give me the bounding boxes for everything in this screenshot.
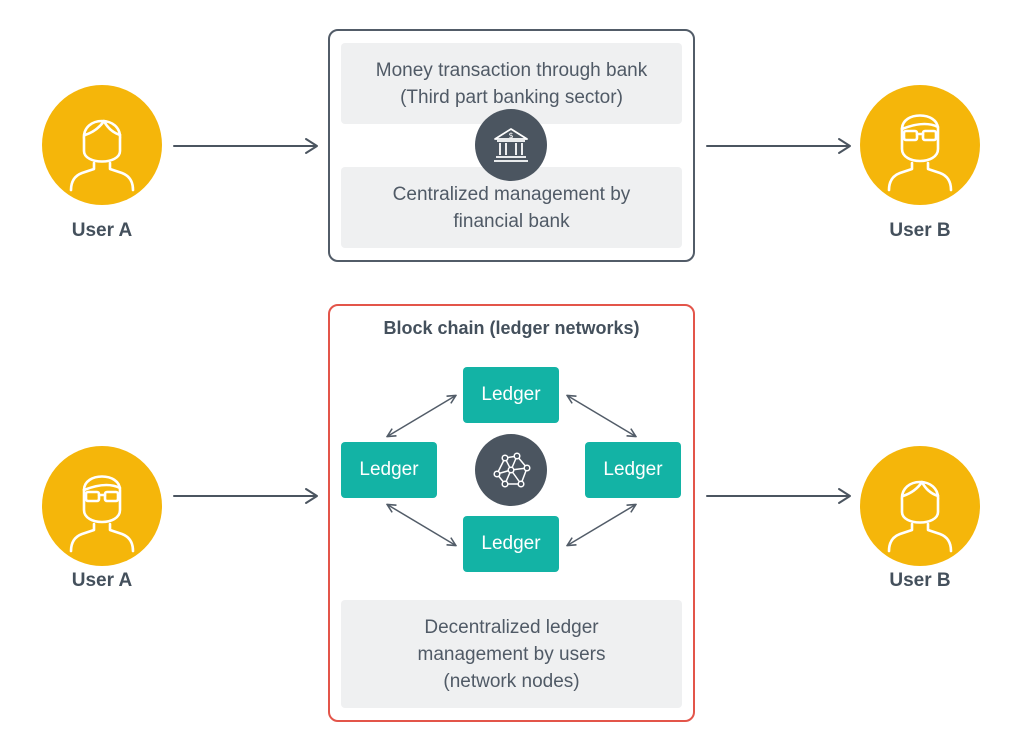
user-b-avatar-bottom xyxy=(860,446,980,566)
svg-text:$: $ xyxy=(508,131,513,140)
network-circle xyxy=(475,434,547,506)
network-icon xyxy=(493,452,531,488)
ledger-node-bottom: Ledger xyxy=(463,516,559,572)
user-a-avatar-top xyxy=(42,85,162,205)
woman-user-icon xyxy=(69,119,135,192)
user-b-avatar-top xyxy=(860,85,980,205)
user-a-label-top: User A xyxy=(71,220,133,241)
centralized-management-box: Centralized management by financial bank xyxy=(341,167,682,248)
user-a-avatar-bottom xyxy=(42,446,162,566)
man-glasses-user-icon xyxy=(887,114,953,192)
user-a-label-bottom: User A xyxy=(71,570,133,591)
bank-circle: $ xyxy=(475,109,547,181)
woman-user-icon xyxy=(887,480,953,553)
bank-icon: $ xyxy=(494,128,528,162)
blockchain-title: Block chain (ledger networks) xyxy=(383,318,640,338)
man-glasses-user-icon xyxy=(69,475,135,553)
decentralized-management-box: Decentralized ledger management by users… xyxy=(341,600,682,708)
ledger-node-right: Ledger xyxy=(585,442,681,498)
user-b-label-top: User B xyxy=(889,220,951,241)
ledger-node-left: Ledger xyxy=(341,442,437,498)
user-b-label-bottom: User B xyxy=(889,570,951,591)
ledger-node-top: Ledger xyxy=(463,367,559,423)
